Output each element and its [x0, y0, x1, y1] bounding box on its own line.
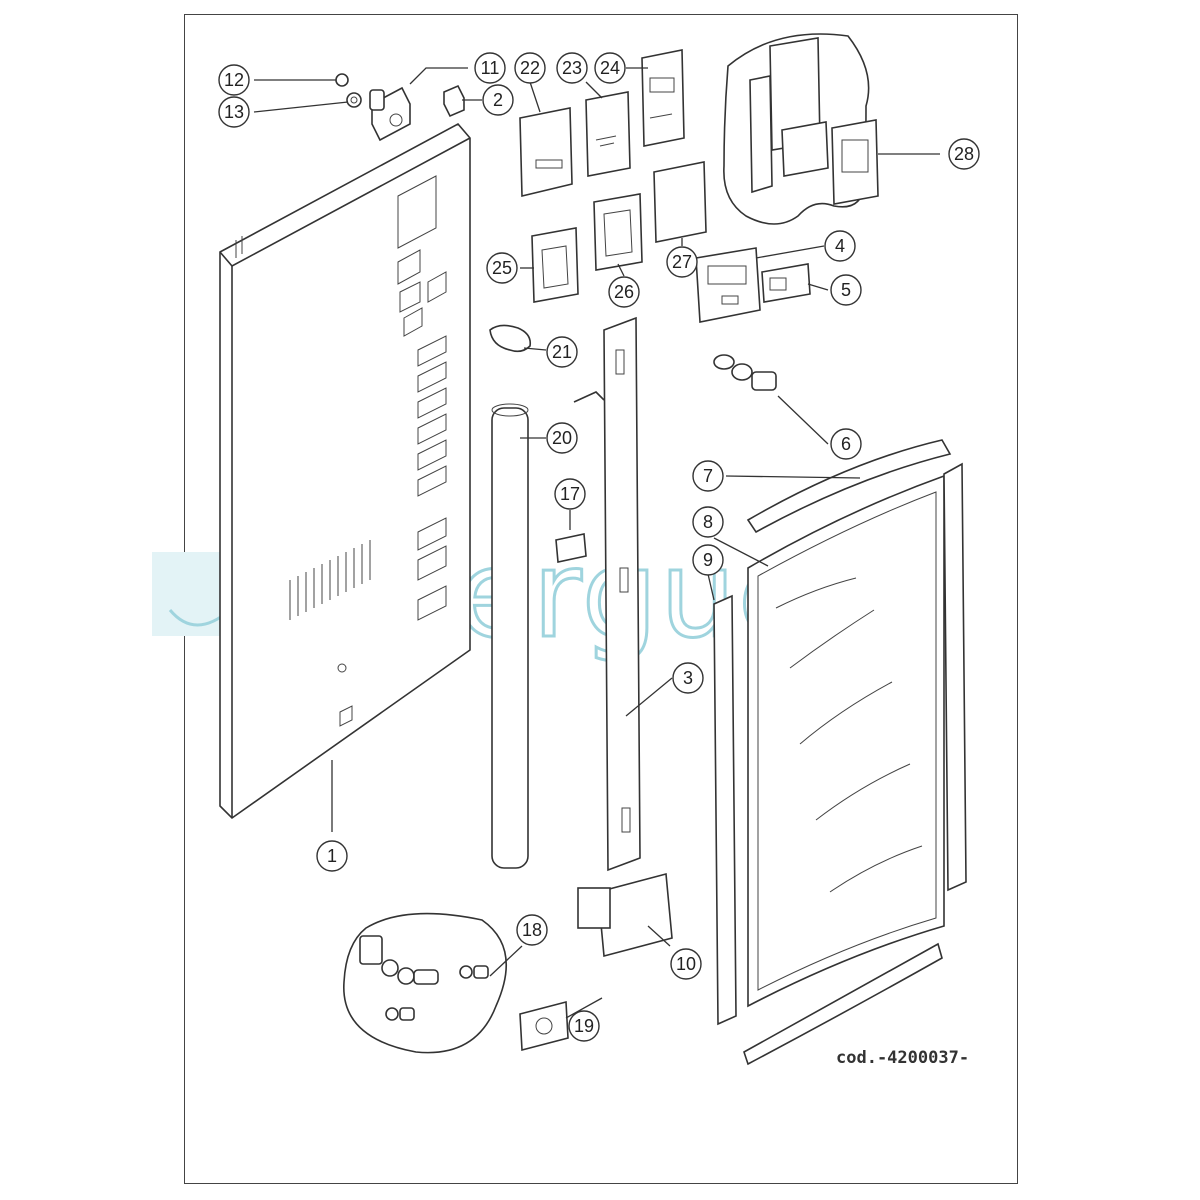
callout-26-label: 26: [614, 282, 634, 302]
callout-25-label: 25: [492, 258, 512, 278]
part-25-panel: [531, 227, 579, 303]
callout-24-label: 24: [600, 58, 620, 78]
part-4-control-plate: [695, 247, 761, 323]
drawing-code-label: cod.-4200037-: [836, 1048, 970, 1068]
part-7-top-rail: [746, 439, 952, 534]
callout-26: 26: [608, 276, 640, 308]
callout-8-label: 8: [703, 512, 713, 532]
callout-5: 5: [830, 274, 862, 306]
part-26-panel: [593, 193, 643, 271]
callout-9-label: 9: [703, 550, 713, 570]
part-27-panel: [653, 161, 707, 243]
callout-27: 27: [666, 246, 698, 278]
callout-17-label: 17: [560, 484, 580, 504]
callout-12: 12: [218, 64, 250, 96]
callout-10-label: 10: [676, 954, 696, 974]
part-11-hinge-bracket: [369, 86, 411, 142]
callout-6: 6: [830, 428, 862, 460]
callout-18: 18: [516, 914, 548, 946]
callout-5-label: 5: [841, 280, 851, 300]
callout-9: 9: [692, 544, 724, 576]
callout-21-label: 21: [552, 342, 572, 362]
part-6-lock-cylinder: [713, 354, 777, 391]
part-24-panel: [641, 49, 685, 147]
callout-28: 28: [948, 138, 980, 170]
callout-11-label: 11: [481, 58, 500, 78]
callout-3: 3: [672, 662, 704, 694]
callout-20-label: 20: [552, 428, 572, 448]
callout-19: 19: [568, 1010, 600, 1042]
callout-13-label: 13: [224, 102, 244, 122]
callout-19-label: 19: [574, 1016, 594, 1036]
callout-23: 23: [556, 52, 588, 84]
bottom-rail: [743, 942, 943, 1066]
callout-1-label: 1: [327, 846, 337, 866]
part-20-tube: [491, 403, 529, 869]
part-10-handle-box: [577, 872, 673, 958]
right-side-profile: [943, 462, 967, 892]
part-22-panel: [519, 107, 573, 198]
callout-2: 2: [482, 84, 514, 116]
part-18-detail-inset: [343, 912, 507, 1054]
part-3-profile-bar: [573, 316, 641, 872]
part-17-pad: [555, 533, 587, 563]
callout-11: 11: [474, 52, 506, 84]
callout-6-label: 6: [841, 434, 851, 454]
callout-25: 25: [486, 252, 518, 284]
vent-slots: [289, 540, 371, 620]
callout-13: 13: [218, 96, 250, 128]
callout-24: 24: [594, 52, 626, 84]
part-12-washer: [335, 73, 349, 87]
callout-21: 21: [546, 336, 578, 368]
callout-leaders: [253, 67, 940, 1019]
callout-10: 10: [670, 948, 702, 980]
callout-2-label: 2: [493, 90, 503, 110]
part-13-washer: [346, 92, 362, 108]
part-9-side-profile: [713, 594, 737, 1026]
callout-17: 17: [554, 478, 586, 510]
part-21-clamp: [489, 324, 532, 353]
part-8-glass-panel: [747, 474, 945, 1008]
callout-22: 22: [514, 52, 546, 84]
callout-4-label: 4: [835, 236, 845, 256]
callout-12-label: 12: [224, 70, 244, 90]
part-28-detail-inset: [723, 33, 879, 225]
callout-8: 8: [692, 506, 724, 538]
part-5-label-plate: [761, 263, 811, 303]
callout-7-label: 7: [703, 466, 713, 486]
part-23-panel: [585, 91, 631, 177]
callout-28-label: 28: [954, 144, 974, 164]
part-19-plate: [519, 1000, 569, 1052]
callout-4: 4: [824, 230, 856, 262]
part-1-door-panel: [219, 122, 471, 820]
callout-3-label: 3: [683, 668, 693, 688]
callout-7: 7: [692, 460, 724, 492]
callout-1: 1: [316, 840, 348, 872]
callout-23-label: 23: [562, 58, 582, 78]
callout-20: 20: [546, 422, 578, 454]
callout-27-label: 27: [672, 252, 692, 272]
part-2-clip: [443, 84, 465, 118]
callout-22-label: 22: [520, 58, 540, 78]
callout-18-label: 18: [522, 920, 542, 940]
